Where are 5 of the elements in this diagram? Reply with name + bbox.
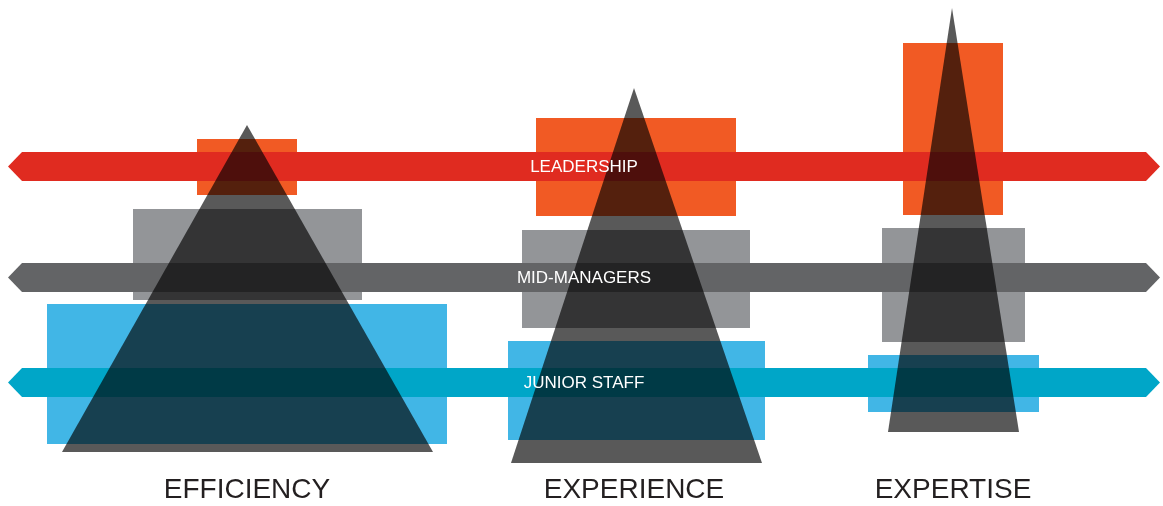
band-label: JUNIOR STAFF [523,374,645,391]
column-title: EXPERIENCE [543,475,725,503]
column-title: EFFICIENCY [163,475,331,503]
band-label: MID-MANAGERS [516,269,652,286]
column-title: EXPERTISE [874,475,1032,503]
